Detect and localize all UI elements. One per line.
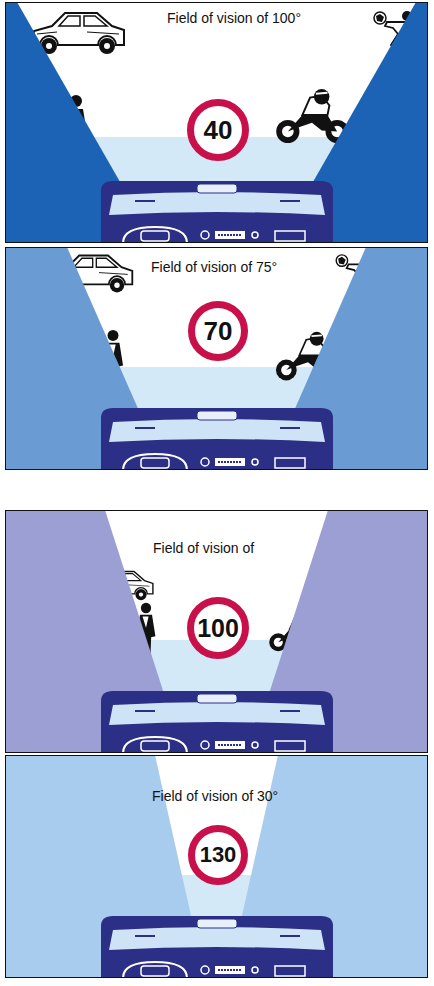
vision-panel: Field of vision of 100: [5, 510, 428, 753]
panel-art: [5, 247, 428, 470]
speed-limit-sign: 70: [188, 301, 248, 361]
speed-limit-sign: 40: [187, 99, 249, 161]
speed-limit-sign: 100: [187, 597, 249, 659]
panel-title: Field of vision of: [153, 540, 254, 556]
vision-panel: Field of vision of 75° 70: [5, 247, 428, 470]
panel-title: Field of vision of 75°: [151, 259, 277, 275]
panel-title: Field of vision of 30°: [152, 788, 278, 804]
panel-art: [5, 510, 428, 753]
speed-number: 100: [197, 614, 239, 643]
panel-art: [5, 2, 428, 243]
vision-panel: Field of vision of 30° 130: [5, 755, 428, 978]
panel-art: [5, 755, 428, 978]
panel-title: Field of vision of 100°: [167, 10, 301, 26]
speed-number: 70: [204, 316, 233, 347]
speed-limit-sign: 130: [188, 825, 248, 885]
speed-number: 130: [200, 842, 237, 868]
speed-number: 40: [204, 115, 233, 146]
vision-panel: Field of vision of 100° 40: [5, 2, 428, 243]
